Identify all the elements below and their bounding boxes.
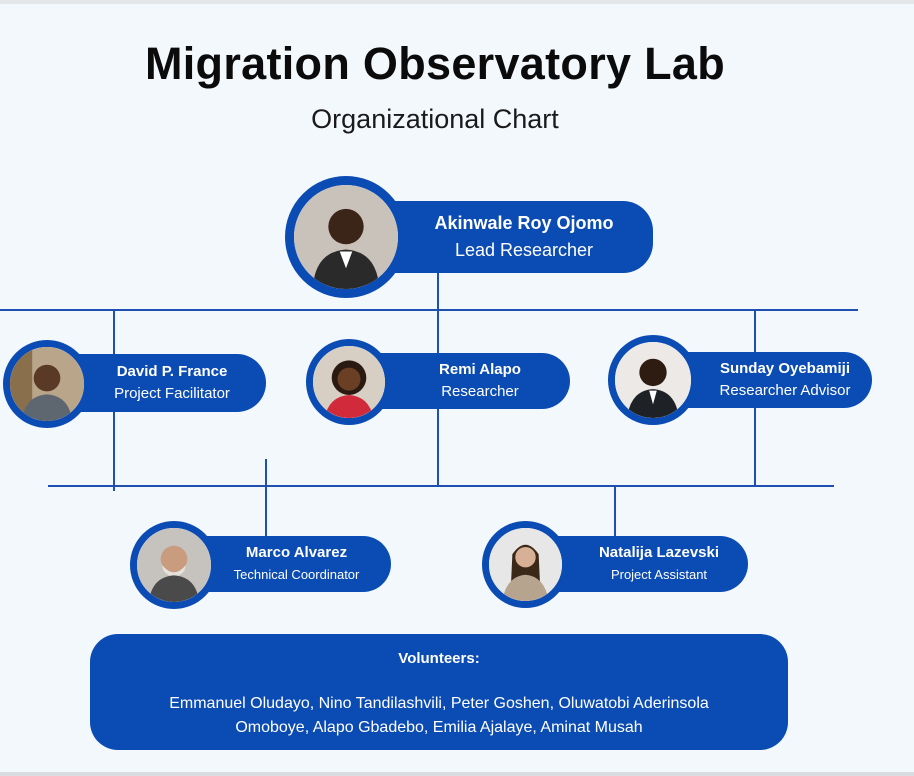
remi-role: Researcher	[441, 383, 519, 400]
natalija-name: Natalija Lazevski	[598, 544, 720, 561]
lead-avatar	[285, 176, 407, 298]
remi-avatar	[306, 339, 392, 425]
sunday-role: Researcher Advisor	[719, 382, 851, 399]
remi-name: Remi Alapo	[439, 361, 521, 378]
connector-bottom-horizontal	[48, 485, 834, 487]
lead-name: Akinwale Roy Ojomo	[434, 213, 614, 233]
marco-avatar	[130, 521, 218, 609]
volunteers-line-1: Emmanuel Oludayo, Nino Tandilashvili, Pe…	[169, 695, 709, 712]
david-name: David P. France	[116, 363, 228, 380]
marco-name: Marco Alvarez	[245, 544, 348, 561]
volunteers-panel: Volunteers: Emmanuel Oludayo, Nino Tandi…	[90, 634, 788, 750]
volunteers-names: Emmanuel Oludayo, Nino Tandilashvili, Pe…	[110, 692, 768, 740]
lead-role: Lead Researcher	[454, 240, 594, 260]
sunday-avatar	[608, 335, 698, 425]
natalija-card: Natalija Lazevski Project Assistant	[530, 536, 748, 592]
natalija-avatar	[482, 521, 569, 608]
sunday-name: Sunday Oyebamiji	[719, 360, 851, 377]
connector-top-horizontal	[0, 309, 858, 311]
page-title: Migration Observatory Lab	[144, 38, 726, 89]
connector-marco-vertical	[265, 459, 267, 539]
connector-natalija-vertical	[614, 487, 616, 539]
natalija-role: Project Assistant	[610, 567, 708, 582]
volunteers-title: Volunteers:	[398, 650, 480, 667]
connector-lead-vertical	[437, 272, 439, 312]
marco-role: Technical Coordinator	[233, 567, 360, 582]
david-role: Project Facilitator	[114, 385, 230, 402]
volunteers-line-2: Omoboye, Alapo Gbadebo, Emilia Ajalaye, …	[235, 719, 643, 736]
david-avatar	[3, 340, 91, 428]
page-subtitle: Organizational Chart	[311, 104, 559, 134]
